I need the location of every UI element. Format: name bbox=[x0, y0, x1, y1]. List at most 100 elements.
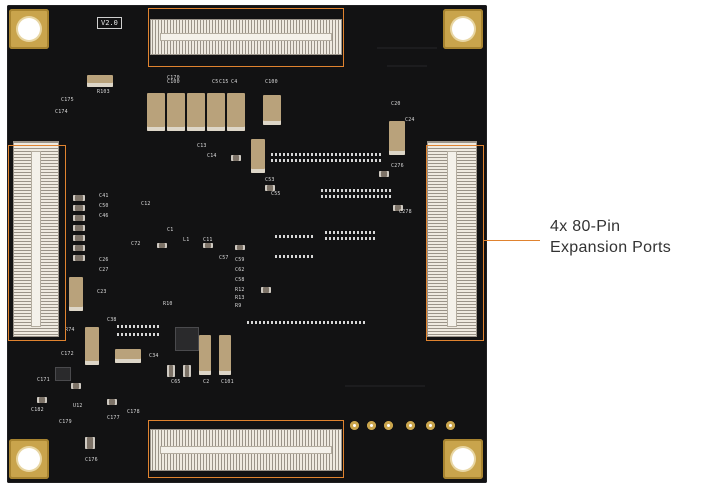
silkscreen-label: C34 bbox=[149, 353, 159, 359]
silkscreen-label: C38 bbox=[107, 317, 117, 323]
silkscreen-label: C176 bbox=[85, 457, 98, 463]
silkscreen-label: C179 bbox=[59, 419, 72, 425]
silkscreen-label: C1 bbox=[167, 227, 174, 233]
callout-label: 4x 80-Pin Expansion Ports bbox=[550, 216, 710, 258]
silkscreen-label: C65 bbox=[171, 379, 181, 385]
capacitor bbox=[183, 365, 191, 377]
silkscreen-label: C4 bbox=[231, 79, 238, 85]
capacitor bbox=[69, 277, 83, 311]
smd-array bbox=[271, 153, 381, 156]
silkscreen-label: C46 bbox=[99, 213, 109, 219]
capacitor bbox=[73, 255, 85, 261]
smd-array bbox=[117, 325, 161, 328]
capacitor bbox=[85, 437, 95, 449]
silkscreen-label: C174 bbox=[55, 109, 68, 115]
capacitor bbox=[115, 349, 141, 363]
expansion-port-left bbox=[13, 141, 59, 337]
silkscreen-label: R103 bbox=[97, 89, 110, 95]
board-version-mark: V2.0 bbox=[97, 17, 122, 29]
silkscreen-label: C12 bbox=[141, 201, 151, 207]
capacitor bbox=[73, 195, 85, 201]
silkscreen-label: C50 bbox=[99, 203, 109, 209]
silkscreen-label: R9 bbox=[235, 303, 242, 309]
silkscreen-label: C41 bbox=[99, 193, 109, 199]
test-pad bbox=[384, 421, 393, 430]
capacitor bbox=[73, 215, 85, 221]
capacitor bbox=[265, 185, 275, 191]
callout-line-1: 4x 80-Pin bbox=[550, 218, 621, 235]
test-pad bbox=[406, 421, 415, 430]
capacitor bbox=[85, 327, 99, 365]
capacitor bbox=[235, 245, 245, 250]
silkscreen-label: C182 bbox=[31, 407, 44, 413]
capacitor bbox=[167, 365, 175, 377]
capacitor bbox=[219, 335, 231, 375]
silkscreen-label: C58 bbox=[235, 277, 245, 283]
capacitor bbox=[389, 121, 405, 155]
silkscreen-label: C15 bbox=[219, 79, 229, 85]
capacitor bbox=[73, 235, 85, 241]
silkscreen-label: C5 bbox=[212, 79, 219, 85]
capacitor bbox=[231, 155, 241, 161]
capacitor bbox=[37, 397, 47, 403]
silkscreen-label: C27 bbox=[99, 267, 109, 273]
mounting-hole-bottom-left bbox=[9, 439, 49, 479]
silkscreen-label: C100 bbox=[167, 79, 180, 85]
silkscreen-label: C172 bbox=[61, 351, 74, 357]
silkscreen-label: L1 bbox=[183, 237, 190, 243]
silkscreen-label: C101 bbox=[221, 379, 234, 385]
mounting-hole-bottom-right bbox=[443, 439, 483, 479]
silkscreen-label: C62 bbox=[235, 267, 245, 273]
test-pad bbox=[350, 421, 359, 430]
mounting-hole-top-right bbox=[443, 9, 483, 49]
silkscreen-label: R12 bbox=[235, 287, 245, 293]
silkscreen-label: C55 bbox=[271, 191, 281, 197]
silkscreen-label: C177 bbox=[107, 415, 120, 421]
smd-array bbox=[275, 255, 315, 258]
capacitor bbox=[207, 93, 225, 131]
silkscreen-label: C59 bbox=[235, 257, 245, 263]
expansion-port-top bbox=[150, 19, 342, 55]
capacitor bbox=[167, 93, 185, 131]
capacitor bbox=[227, 93, 245, 131]
capacitor bbox=[157, 243, 167, 248]
silkscreen-label: C178 bbox=[127, 409, 140, 415]
expansion-port-bottom bbox=[150, 429, 342, 471]
smd-array bbox=[321, 189, 391, 192]
capacitor bbox=[203, 243, 213, 248]
silkscreen-label: R10 bbox=[163, 301, 173, 307]
silkscreen-label: C57 bbox=[219, 255, 229, 261]
resistor bbox=[87, 75, 113, 87]
silkscreen-label: C20 bbox=[391, 101, 401, 107]
capacitor bbox=[71, 383, 81, 389]
test-pad bbox=[446, 421, 455, 430]
silkscreen-label: U12 bbox=[73, 403, 83, 409]
smd-array bbox=[117, 333, 161, 336]
capacitor bbox=[251, 139, 265, 173]
silkscreen-label: C276 bbox=[391, 163, 404, 169]
trace bbox=[377, 47, 437, 49]
smd-array bbox=[247, 321, 367, 324]
capacitor bbox=[107, 399, 117, 405]
silkscreen-label: C24 bbox=[405, 117, 415, 123]
capacitor bbox=[261, 287, 271, 293]
silkscreen-label: C23 bbox=[97, 289, 107, 295]
silkscreen-label: C14 bbox=[207, 153, 217, 159]
expansion-port-right bbox=[427, 141, 477, 337]
capacitor bbox=[73, 205, 85, 211]
capacitor bbox=[73, 245, 85, 251]
capacitor bbox=[379, 171, 389, 177]
capacitor bbox=[187, 93, 205, 131]
trace bbox=[387, 65, 427, 67]
ic-chip bbox=[175, 327, 199, 351]
ic-chip bbox=[55, 367, 71, 381]
capacitor bbox=[393, 205, 403, 211]
silkscreen-label: C53 bbox=[265, 177, 275, 183]
silkscreen-label: R13 bbox=[235, 295, 245, 301]
silkscreen-label: C13 bbox=[197, 143, 207, 149]
capacitor bbox=[199, 335, 211, 375]
smd-array bbox=[275, 235, 315, 238]
smd-array bbox=[325, 237, 375, 240]
trace bbox=[345, 385, 425, 387]
